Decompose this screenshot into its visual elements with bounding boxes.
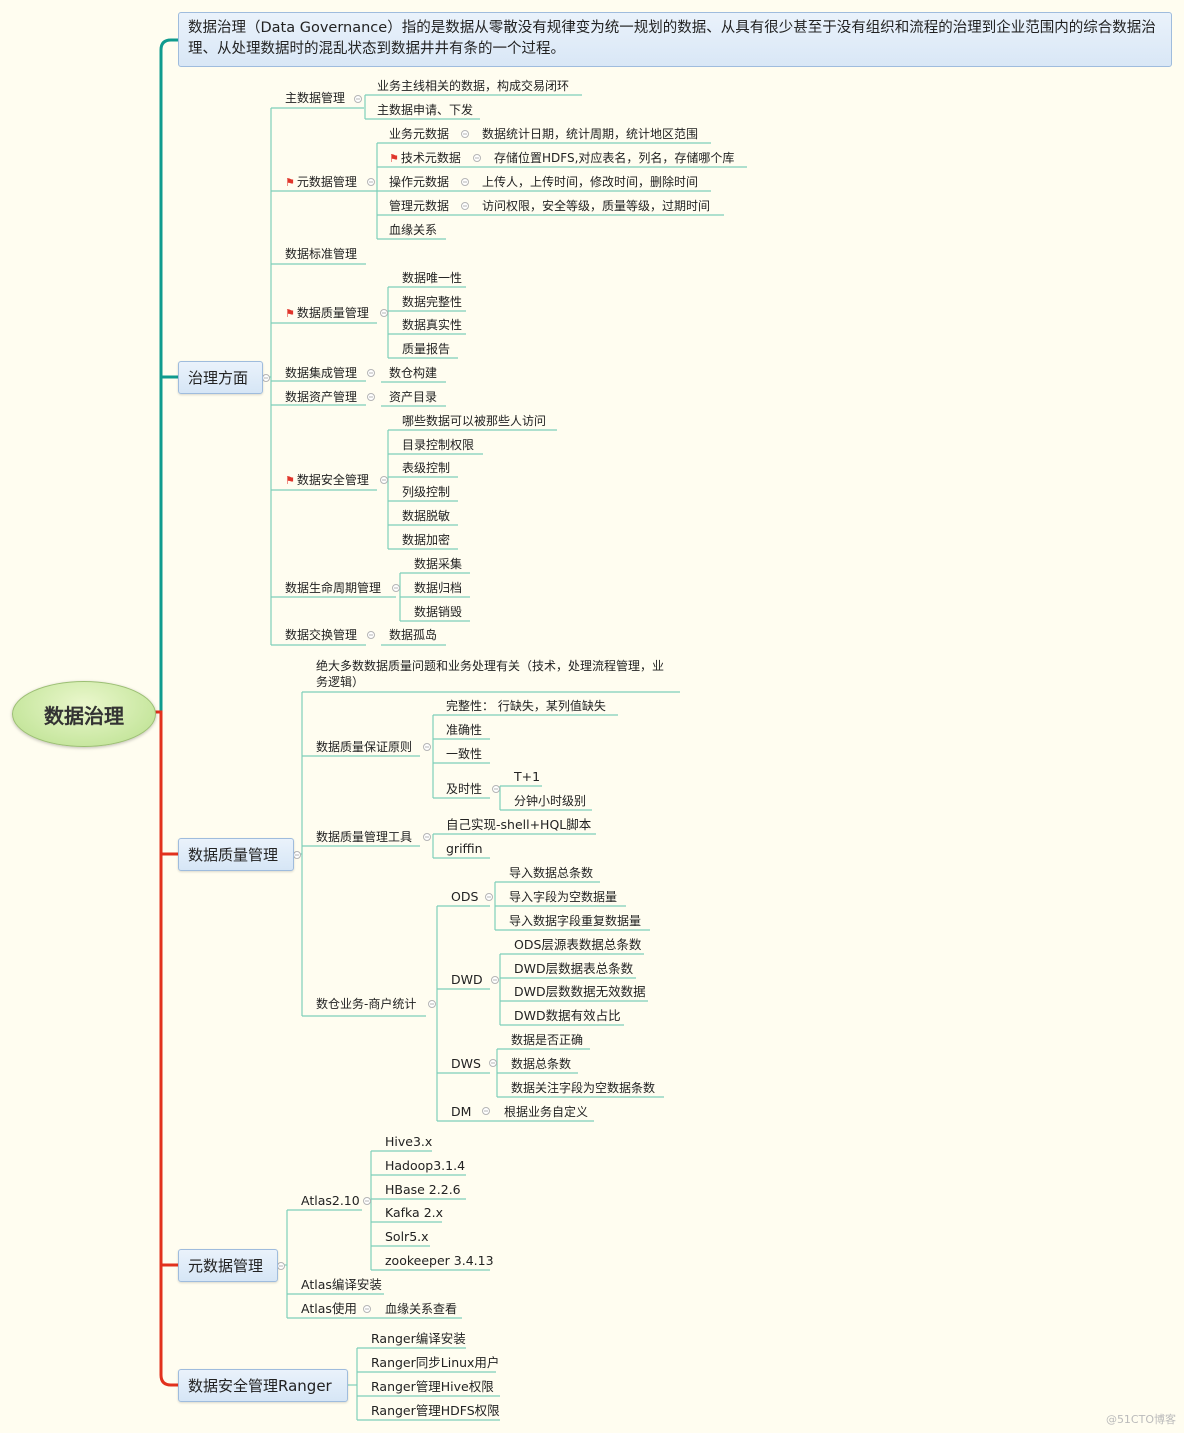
node-operation-metadata[interactable]: 操作元数据 [389,175,450,189]
node-master-data[interactable]: 主数据管理 [285,91,346,105]
node-metadata-mgmt[interactable]: ⚑元数据管理 [285,175,357,189]
node-completeness[interactable]: 完整性： 行缺失，某列值缺失 [446,699,606,713]
node-dwd-item[interactable]: DWD层数数据无效数据 [514,984,646,999]
node-ranger-item[interactable]: Ranger同步Linux用户 [371,1355,500,1370]
node-dq-tools[interactable]: 数据质量管理工具 [316,830,413,844]
node-tool-item[interactable]: griffin [446,841,483,856]
node-security-item[interactable]: 表级控制 [402,461,451,475]
node-asset-mgmt[interactable]: 数据资产管理 [285,390,358,404]
node-metadata-detail[interactable]: 数据统计日期，统计周期，统计地区范围 [482,127,699,141]
node-dm-item[interactable]: 根据业务自定义 [504,1105,589,1119]
node-quality-item[interactable]: 数据真实性 [402,318,463,332]
node-quality-item[interactable]: 质量报告 [402,342,451,356]
node-atlas-use-item[interactable]: 血缘关系查看 [385,1302,458,1316]
node-dwd-item[interactable]: DWD层数据表总条数 [514,961,634,976]
node-exchange-mgmt[interactable]: 数据交换管理 [285,628,358,642]
node-ranger-item[interactable]: Ranger管理HDFS权限 [371,1403,500,1418]
node-accuracy[interactable]: 准确性 [446,723,483,737]
node-timeliness[interactable]: 及时性 [446,782,483,796]
node-security-item[interactable]: 数据加密 [402,533,451,547]
node-ods-item[interactable]: 导入字段为空数据量 [509,890,618,904]
node-dm[interactable]: DM [451,1104,472,1119]
node-atlas-dep[interactable]: Solr5.x [385,1229,429,1244]
node-lifecycle-item[interactable]: 数据销毁 [414,605,463,619]
node-ods-item[interactable]: 导入数据字段重复数据量 [509,914,642,928]
node-metadata-detail[interactable]: 存储位置HDFS,对应表名，列名，存储哪个库 [494,151,735,165]
node-asset-item[interactable]: 资产目录 [389,390,438,404]
branch-security-ranger[interactable]: 数据安全管理Ranger [178,1369,348,1402]
flag-icon: ⚑ [285,307,295,320]
flag-icon: ⚑ [389,152,399,165]
trunk-ranger [154,710,178,1387]
node-consistency[interactable]: 一致性 [446,747,483,761]
node-timeliness-item[interactable]: 分钟小时级别 [514,794,587,808]
branch-data-quality[interactable]: 数据质量管理 [178,838,294,871]
node-dws-item[interactable]: 数据总条数 [511,1057,572,1071]
node-dq-note[interactable]: 绝大多数数据质量问题和业务处理有关（技术，处理流程管理，业 [316,659,665,673]
node-metadata-detail[interactable]: 访问权限，安全等级，质量等级，过期时间 [482,199,711,213]
node-integration-mgmt[interactable]: 数据集成管理 [285,366,358,380]
node-atlas-dep[interactable]: Kafka 2.x [385,1205,444,1220]
node-dwd[interactable]: DWD [451,972,483,987]
node-integration-item[interactable]: 数仓构建 [389,366,438,380]
watermark: @51CTO博客 [1105,1413,1176,1426]
node-timeliness-item[interactable]: T+1 [514,769,541,784]
node-quality-item[interactable]: 数据完整性 [402,295,463,309]
node-atlas-use[interactable]: Atlas使用 [301,1301,357,1316]
flag-icon: ⚑ [285,176,295,189]
node-data-standard[interactable]: 数据标准管理 [285,247,358,261]
node-security-mgmt[interactable]: ⚑数据安全管理 [285,473,369,487]
node-dws-item[interactable]: 数据是否正确 [511,1033,584,1047]
node-atlas-dep[interactable]: Hadoop3.1.4 [385,1158,466,1173]
node-lifecycle-item[interactable]: 数据归档 [414,581,463,595]
node-business-metadata[interactable]: 业务元数据 [389,127,450,141]
node-lineage[interactable]: 血缘关系 [389,223,438,237]
node-lifecycle-item[interactable]: 数据采集 [414,557,463,571]
node-quality-item[interactable]: 数据唯一性 [402,271,463,285]
node-ods-item[interactable]: 导入数据总条数 [509,866,594,880]
node-metadata-detail[interactable]: 上传人，上传时间，修改时间，删除时间 [482,175,699,189]
node-dws-item[interactable]: 数据关注字段为空数据条数 [511,1081,656,1095]
node-lifecycle-mgmt[interactable]: 数据生命周期管理 [285,581,382,595]
trunk-description [154,38,178,714]
node-security-item[interactable]: 数据脱敏 [402,509,451,523]
node-management-metadata[interactable]: 管理元数据 [389,199,450,213]
node-tool-item[interactable]: 自己实现-shell+HQL脚本 [446,817,592,832]
node-exchange-item[interactable]: 数据孤岛 [389,628,438,642]
branch-metadata[interactable]: 元数据管理 [178,1249,278,1282]
node-dq-note[interactable]: 务逻辑） [316,675,365,689]
node-atlas[interactable]: Atlas2.10 [301,1193,360,1208]
node-dwd-item[interactable]: ODS层源表数据总条数 [514,937,642,952]
node-atlas-dep[interactable]: zookeeper 3.4.13 [385,1253,494,1268]
node-dq-warehouse[interactable]: 数仓业务-商户统计 [316,997,417,1011]
node-quality-mgmt[interactable]: ⚑数据质量管理 [285,306,369,320]
node-security-item[interactable]: 目录控制权限 [402,438,475,452]
node-ranger-item[interactable]: Ranger编译安装 [371,1331,466,1346]
node-atlas-dep[interactable]: HBase 2.2.6 [385,1182,461,1197]
node-atlas-dep[interactable]: Hive3.x [385,1134,433,1149]
node-ranger-item[interactable]: Ranger管理Hive权限 [371,1379,494,1394]
description-note: 数据治理（Data Governance）指的是数据从零散没有规律变为统一规划的… [178,12,1172,67]
node-security-item[interactable]: 哪些数据可以被那些人访问 [402,414,547,428]
node-security-item[interactable]: 列级控制 [402,485,451,499]
branch-governance[interactable]: 治理方面 [178,361,263,394]
root-node[interactable]: 数据治理 [12,681,156,747]
node-ods[interactable]: ODS [451,889,479,904]
node-master-item[interactable]: 主数据申请、下发 [377,103,474,117]
node-master-item[interactable]: 业务主线相关的数据，构成交易闭环 [377,79,570,93]
node-dq-principle[interactable]: 数据质量保证原则 [316,740,413,754]
node-dwd-item[interactable]: DWD数据有效占比 [514,1008,621,1023]
node-technical-metadata[interactable]: ⚑技术元数据 [389,151,461,165]
node-atlas-compile[interactable]: Atlas编译安装 [301,1277,382,1292]
flag-icon: ⚑ [285,474,295,487]
node-dws[interactable]: DWS [451,1056,481,1071]
